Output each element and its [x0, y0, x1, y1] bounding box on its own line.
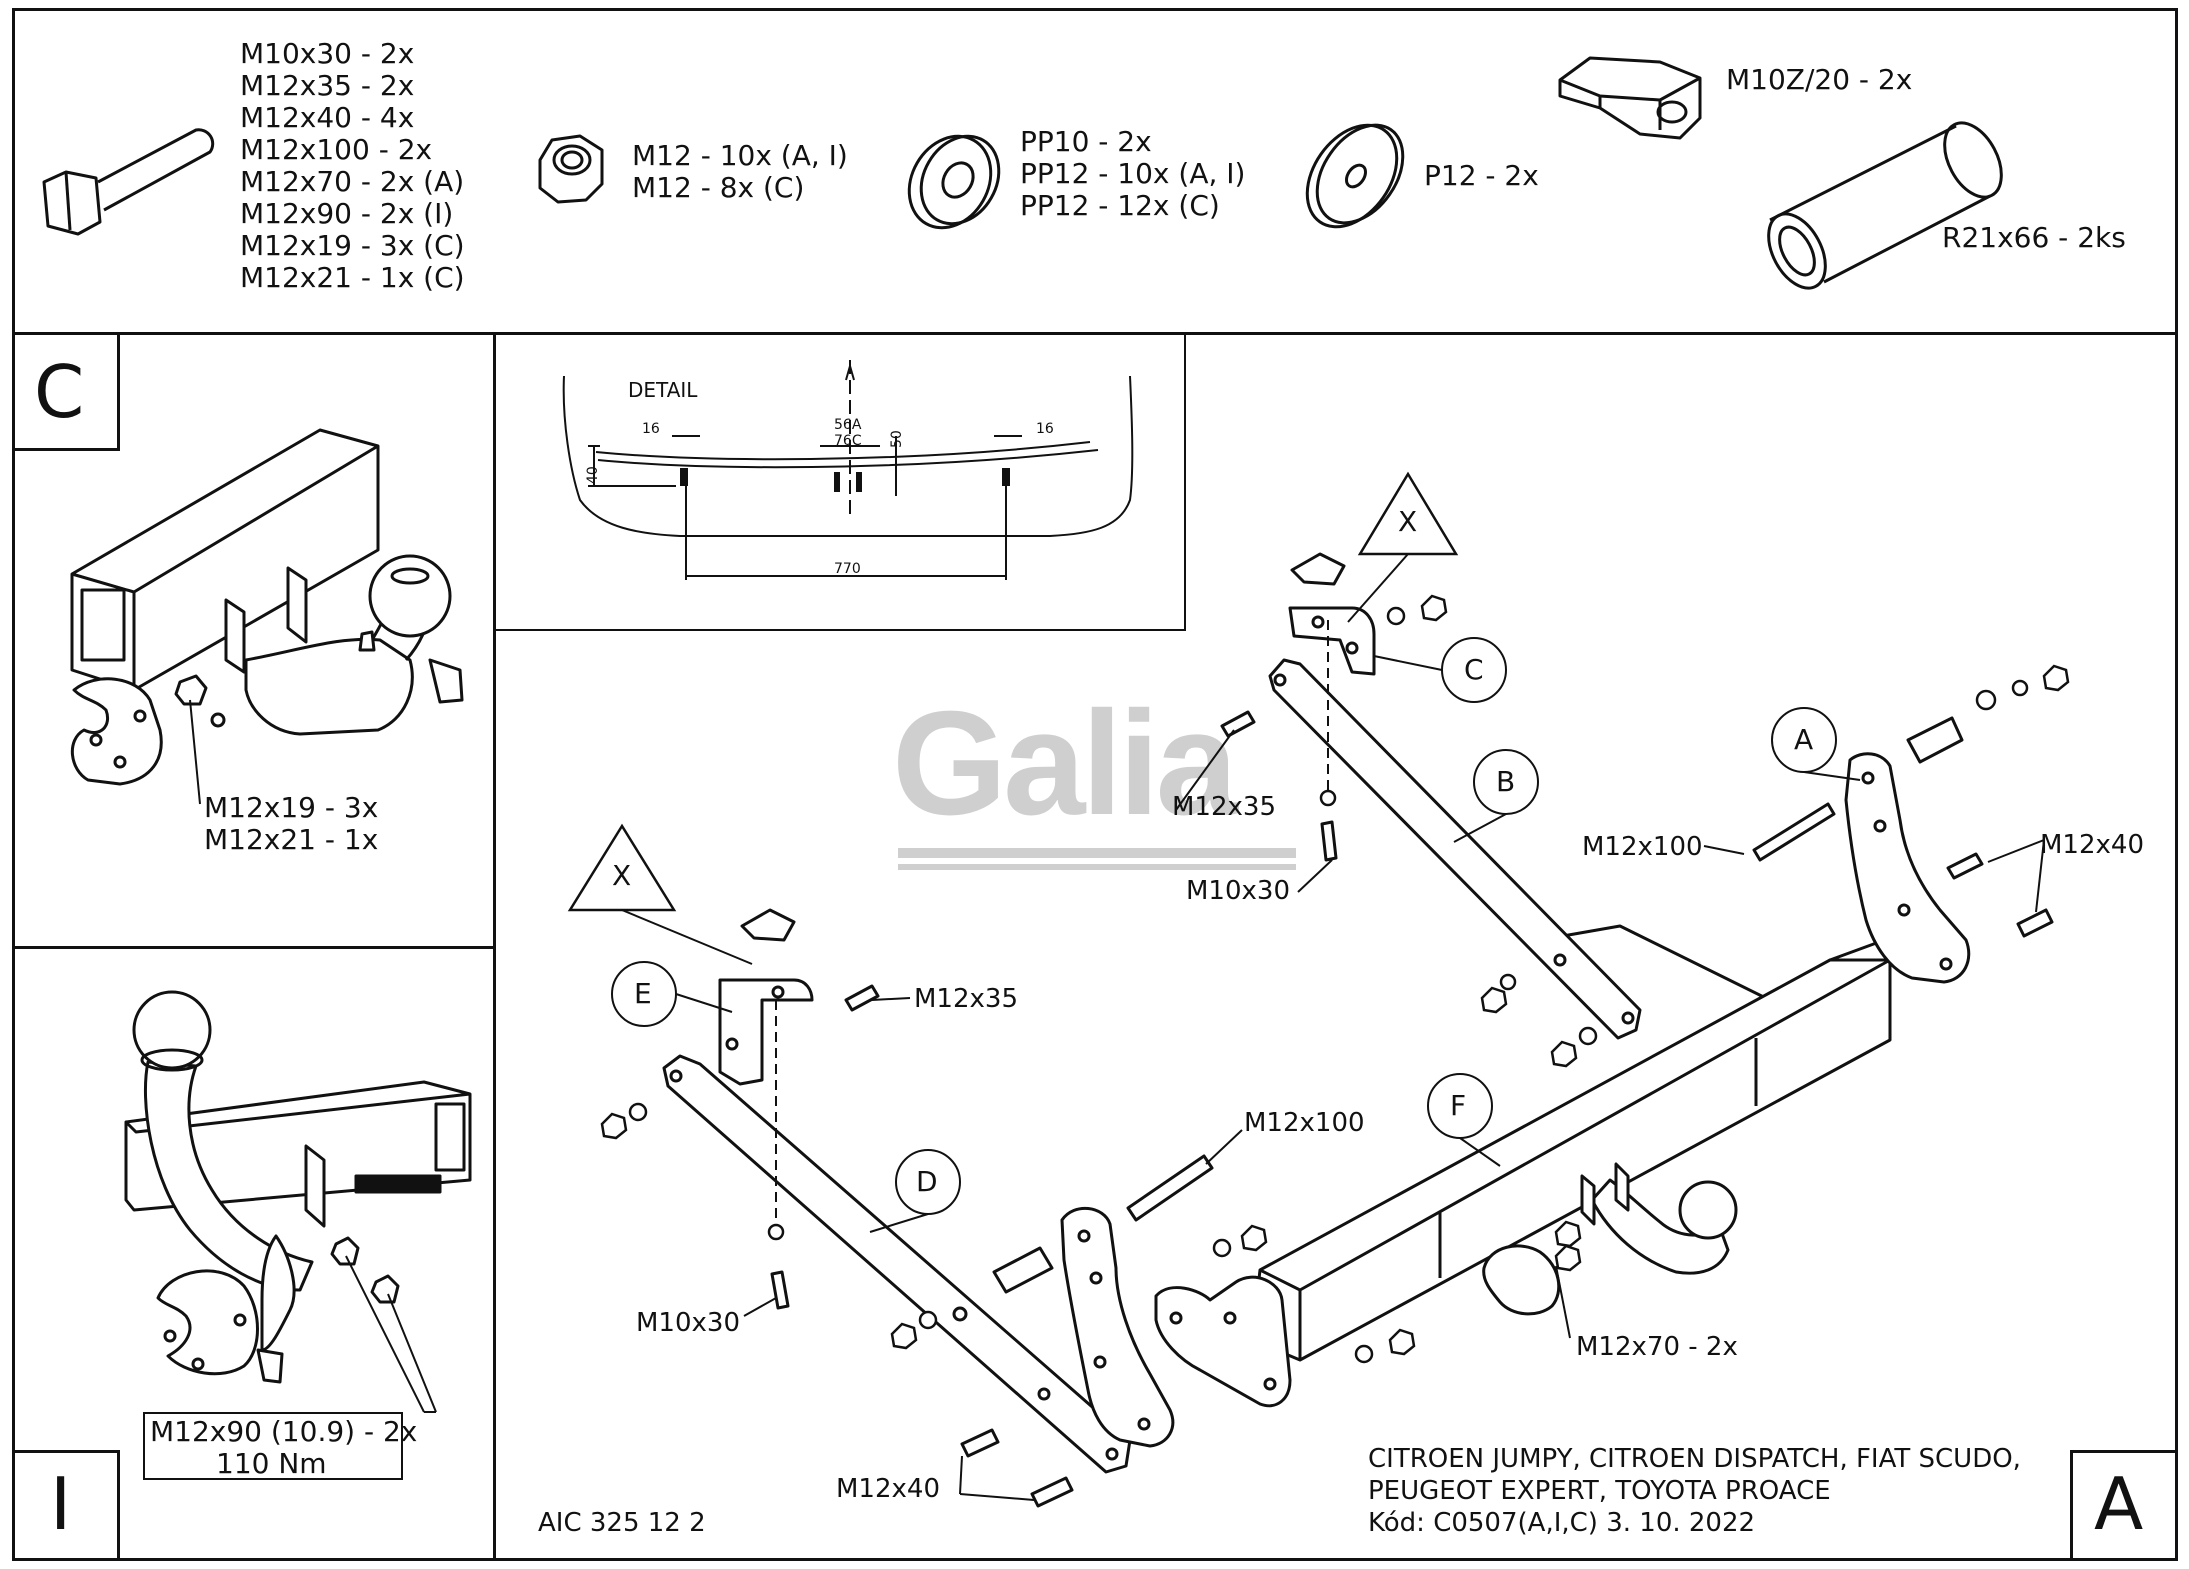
label-m12x40-bottom: M12x40 — [836, 1474, 940, 1504]
callout-b: B — [1496, 765, 1516, 798]
bolt-spec-5: M12x90 - 2x (I) — [240, 197, 454, 230]
left-column-divider — [493, 332, 496, 1561]
corner-letter-box — [2070, 1450, 2176, 1558]
vehicle-line-0: CITROEN JUMPY, CITROEN DISPATCH, FIAT SC… — [1368, 1444, 2021, 1474]
detail-dim-left-gap: 16 — [642, 421, 660, 437]
corner-letter: A — [2094, 1462, 2144, 1546]
document-code: AIC 325 12 2 — [538, 1508, 706, 1538]
callout-c: C — [1464, 653, 1484, 686]
panel-i-letter: I — [50, 1462, 72, 1546]
torque-spec-line-1: 110 Nm — [216, 1447, 327, 1480]
warning-symbol-left: X — [612, 859, 632, 892]
clip-nut-spec: M10Z/20 - 2x — [1726, 63, 1913, 96]
nut-spec-1: M12 - 8x (C) — [632, 171, 805, 204]
bolt-spec-2: M12x40 - 4x — [240, 101, 415, 134]
callout-a: A — [1794, 723, 1814, 756]
torque-spec-line-0: M12x90 (10.9) - 2x — [150, 1415, 418, 1448]
label-m12x100-mid: M12x100 — [1244, 1108, 1365, 1138]
panel-c-letter: C — [34, 350, 85, 434]
parts-divider — [12, 332, 2178, 335]
label-m12x35-top: M12x35 — [1172, 792, 1276, 822]
detail-dim-center-a: 56A — [834, 417, 862, 433]
large-washer-spec: P12 - 2x — [1424, 159, 1539, 192]
label-m10x30-top: M10x30 — [1186, 876, 1290, 906]
panel-i-letter-box — [14, 1450, 120, 1558]
detail-dim-height: 50 — [889, 430, 905, 448]
detail-panel-border — [494, 335, 1186, 631]
spacer-tube-spec: R21x66 - 2ks — [1942, 221, 2126, 254]
bolt-spec-1: M12x35 - 2x — [240, 69, 415, 102]
vehicle-line-2: Kód: C0507(A,I,C) 3. 10. 2022 — [1368, 1508, 1756, 1538]
bolt-spec-4: M12x70 - 2x (A) — [240, 165, 465, 198]
vehicle-line-1: PEUGEOT EXPERT, TOYOTA PROACE — [1368, 1476, 1831, 1506]
outer-frame — [12, 8, 2178, 1561]
bolt-spec-6: M12x19 - 3x (C) — [240, 229, 465, 262]
nut-spec-0: M12 - 10x (A, I) — [632, 139, 848, 172]
warning-symbol-top: X — [1398, 505, 1418, 538]
galia-logo-underline-2 — [898, 864, 1296, 870]
panel-c-label-1: M12x21 - 1x — [204, 823, 379, 856]
left-panels-divider — [12, 946, 494, 949]
callout-d: D — [916, 1165, 938, 1198]
bolt-spec-3: M12x100 - 2x — [240, 133, 433, 166]
washer-spec-2: PP12 - 12x (C) — [1020, 189, 1220, 222]
label-m12x40-right: M12x40 — [2040, 830, 2144, 860]
washer-spec-1: PP12 - 10x (A, I) — [1020, 157, 1246, 190]
label-m12x35-left: M12x35 — [914, 984, 1018, 1014]
panel-c-letter-box — [14, 335, 120, 451]
label-m10x30-left: M10x30 — [636, 1308, 740, 1338]
callout-e: E — [634, 977, 652, 1010]
callout-f: F — [1450, 1089, 1467, 1122]
detail-title: DETAIL — [628, 378, 698, 402]
bolt-spec-0: M10x30 - 2x — [240, 37, 415, 70]
washer-spec-0: PP10 - 2x — [1020, 125, 1152, 158]
detail-dim-right-gap: 16 — [1036, 421, 1054, 437]
detail-dim-side: 40 — [585, 466, 601, 484]
label-m12x100-top: M12x100 — [1582, 832, 1703, 862]
label-m12x70: M12x70 - 2x — [1576, 1332, 1738, 1362]
torque-spec-box — [143, 1412, 403, 1480]
bolt-spec-7: M12x21 - 1x (C) — [240, 261, 465, 294]
galia-logo-underline-1 — [898, 848, 1296, 858]
detail-dim-center-c: 76C — [834, 433, 862, 449]
detail-dim-width: 770 — [834, 561, 861, 577]
panel-c-label-0: M12x19 - 3x — [204, 791, 379, 824]
